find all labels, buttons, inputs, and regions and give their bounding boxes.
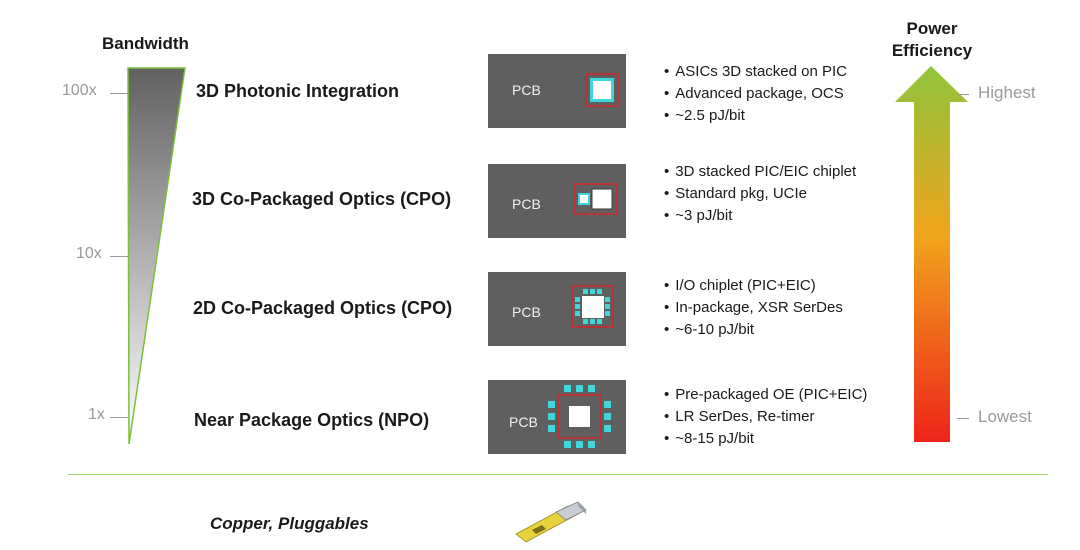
bandwidth-tick-line <box>110 256 128 257</box>
efficiency-tick-line <box>957 418 969 419</box>
pluggable-transceiver-icon <box>515 501 587 543</box>
list-item: I/O chiplet (PIC+EIC) <box>664 275 843 297</box>
tier-title-2d-cpo: 2D Co-Packaged Optics (CPO) <box>193 298 453 318</box>
pcb-package-3d-cpo: PCB <box>488 164 626 238</box>
list-item: Advanced package, OCS <box>664 83 847 105</box>
pcb-package-npo: PCB <box>488 380 626 454</box>
list-item: Standard pkg, UCIe <box>664 183 856 205</box>
chip-3d-cpo-icon <box>573 183 618 215</box>
list-item: ~6-10 pJ/bit <box>664 319 843 341</box>
list-item: Pre-packaged OE (PIC+EIC) <box>664 384 867 406</box>
bandwidth-tick-100x: 100x <box>62 82 97 99</box>
power-efficiency-title: Power Efficiency <box>872 18 992 62</box>
efficiency-highest-label: Highest <box>978 83 1036 102</box>
list-item: 3D stacked PIC/EIC chiplet <box>664 161 856 183</box>
list-item: ~2.5 pJ/bit <box>664 105 847 127</box>
tier-title-3d-cpo: 3D Co-Packaged Optics (CPO) <box>192 189 452 209</box>
power-efficiency-arrow-icon <box>895 66 968 442</box>
chip-2d-cpo-icon <box>571 285 614 328</box>
chip-npo-icon <box>548 385 611 448</box>
bandwidth-wedge <box>127 67 186 445</box>
bandwidth-title: Bandwidth <box>102 34 189 53</box>
efficiency-tick-line <box>957 94 969 95</box>
tier-bullets-2d-cpo: I/O chiplet (PIC+EIC) In-package, XSR Se… <box>664 275 843 341</box>
pcb-label: PCB <box>512 304 541 320</box>
list-item: In-package, XSR SerDes <box>664 297 843 319</box>
tier-bullets-npo: Pre-packaged OE (PIC+EIC) LR SerDes, Re-… <box>664 384 867 450</box>
list-item: ~8-15 pJ/bit <box>664 428 867 450</box>
baseline-separator <box>68 474 1048 475</box>
tier-bullets-3d-photonic: ASICs 3D stacked on PIC Advanced package… <box>664 61 847 127</box>
list-item: ASICs 3D stacked on PIC <box>664 61 847 83</box>
tier-title-3d-photonic: 3D Photonic Integration <box>196 81 400 101</box>
power-efficiency-title-line: Efficiency <box>891 41 973 60</box>
list-item: ~3 pJ/bit <box>664 205 856 227</box>
pcb-label: PCB <box>509 414 538 430</box>
bandwidth-tick-10x: 10x <box>76 245 102 262</box>
bandwidth-tick-line <box>110 93 128 94</box>
bandwidth-tick-line <box>110 417 128 418</box>
bandwidth-tick-1x: 1x <box>88 406 105 423</box>
power-efficiency-title-line: Power <box>906 19 958 38</box>
baseline-label: Copper, Pluggables <box>210 514 369 533</box>
chip-3d-photonic-icon <box>585 73 619 107</box>
pcb-package-3d-photonic: PCB <box>488 54 626 128</box>
tier-title-npo: Near Package Optics (NPO) <box>194 410 430 430</box>
tier-bullets-3d-cpo: 3D stacked PIC/EIC chiplet Standard pkg,… <box>664 161 856 227</box>
list-item: LR SerDes, Re-timer <box>664 406 867 428</box>
pcb-package-2d-cpo: PCB <box>488 272 626 346</box>
pcb-label: PCB <box>512 196 541 212</box>
efficiency-lowest-label: Lowest <box>978 407 1032 426</box>
pcb-label: PCB <box>512 82 541 98</box>
